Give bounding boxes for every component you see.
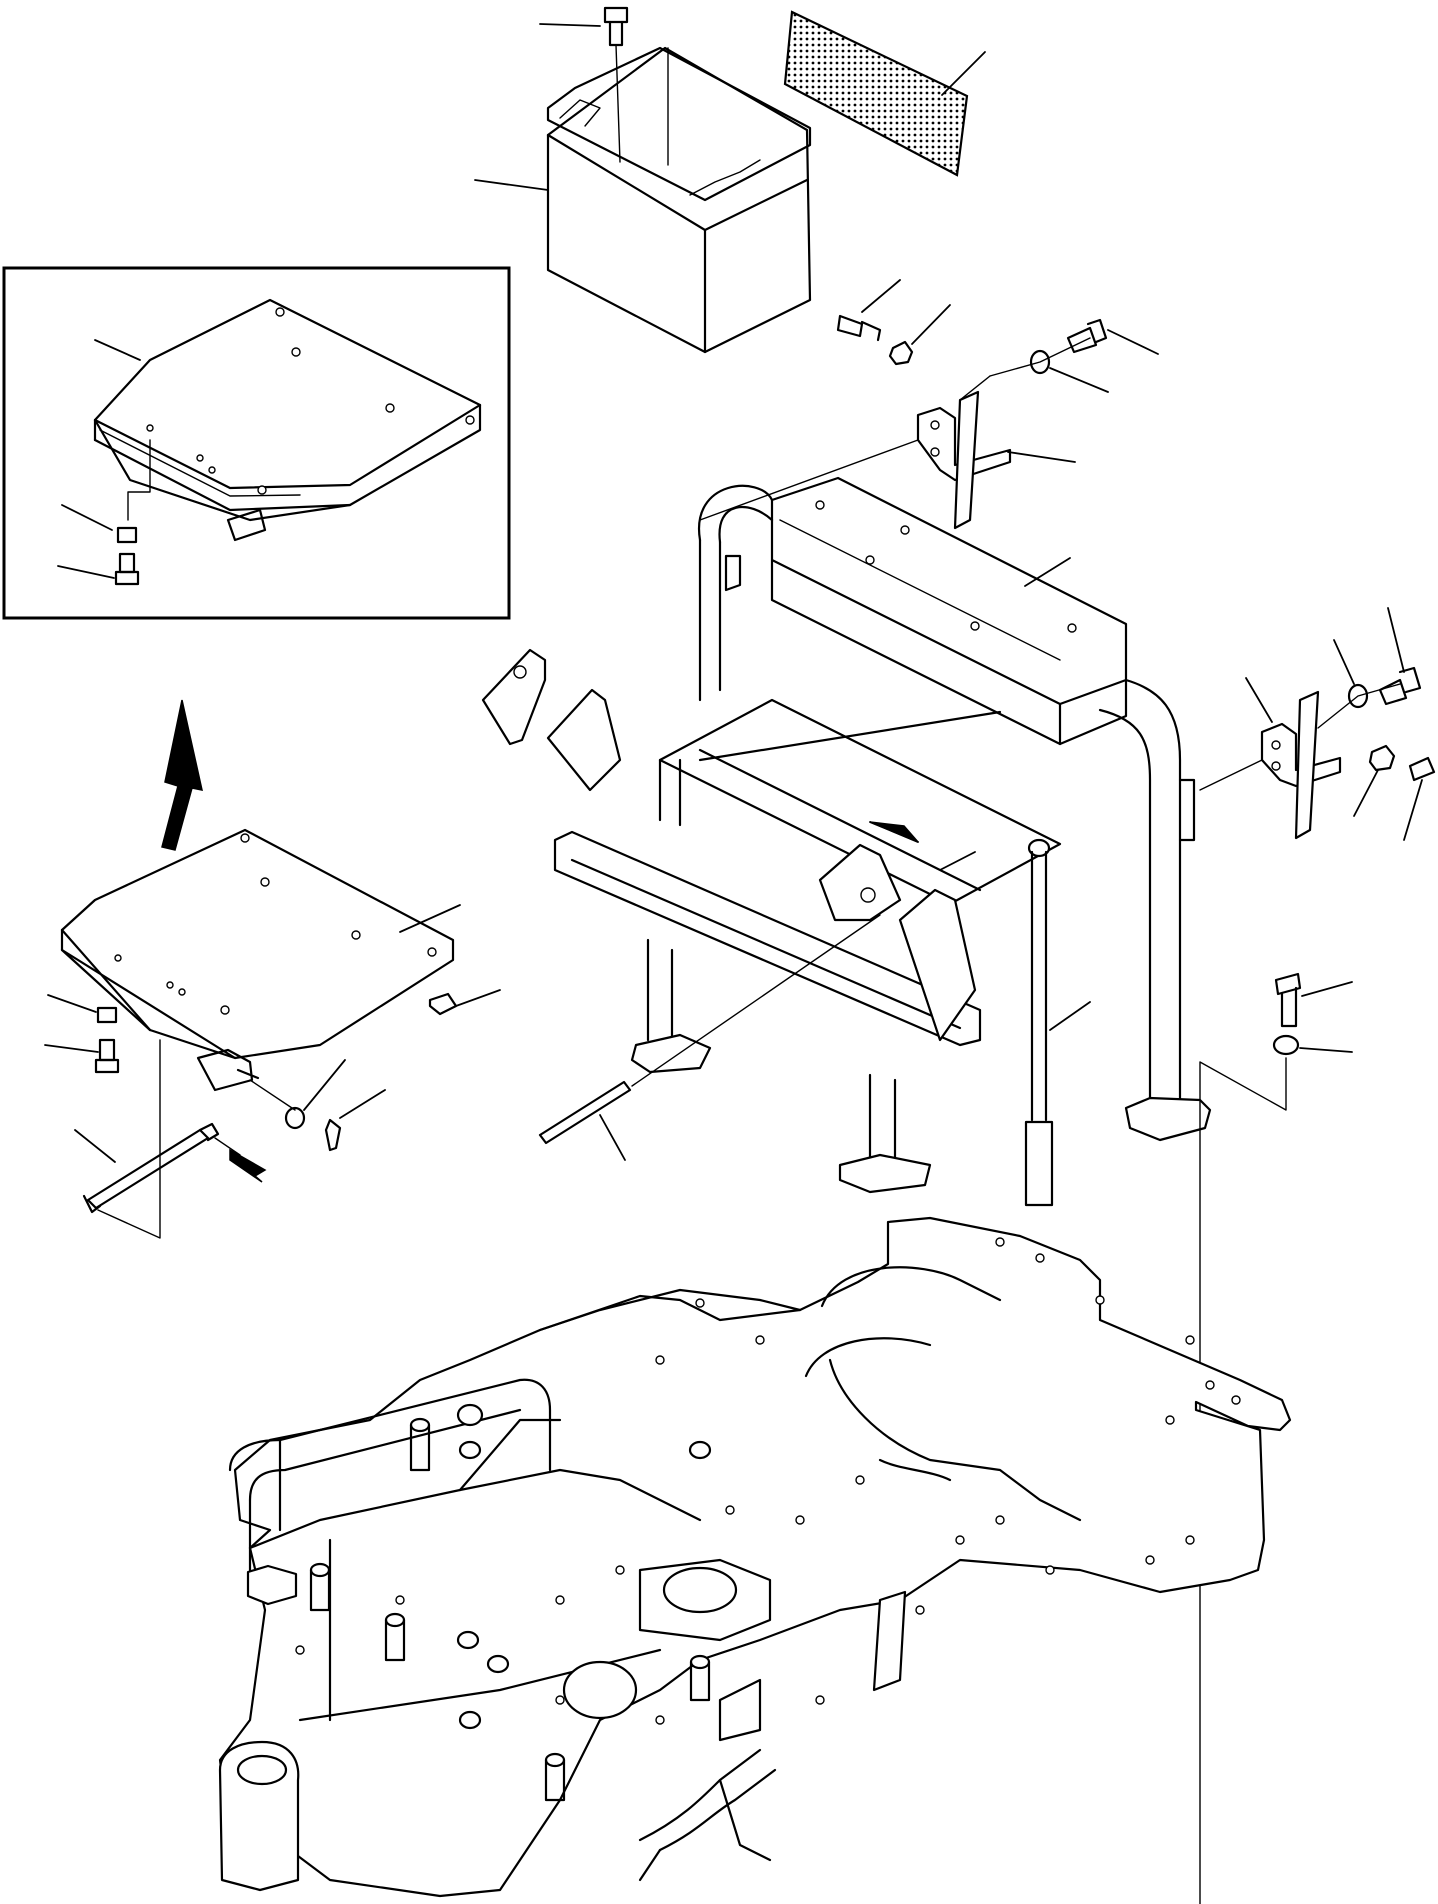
- bolt-e: [1274, 972, 1353, 1028]
- bolt-d: [1403, 756, 1436, 841]
- seat-stand-frame: [481, 476, 1212, 1194]
- washer-a: [1029, 349, 1109, 393]
- mesh-panel-icon: [783, 10, 986, 177]
- bracket-lower-right: [1199, 677, 1342, 840]
- bolt-c: [1378, 607, 1422, 706]
- bolt-axis-upper: [989, 337, 1091, 377]
- washer-b: [1333, 639, 1369, 709]
- washer-c: [1199, 1034, 1353, 1111]
- battery-box: [546, 46, 812, 354]
- bolt-axis-lower: [1317, 683, 1401, 729]
- leader-battery-box: [474, 179, 549, 191]
- revolving-frame: [218, 1216, 1292, 1898]
- bolt-b: [1066, 318, 1159, 355]
- bracket-upper-right: [699, 375, 1076, 530]
- battery-bolt: [539, 6, 629, 163]
- lock-lever: [74, 1039, 386, 1239]
- seat-plate: [44, 828, 501, 1092]
- arrow-icon: [161, 699, 203, 851]
- bolt-a: [836, 279, 901, 342]
- nut-a: [888, 304, 951, 366]
- inset-frame: [2, 266, 511, 620]
- nut-b: [1353, 744, 1396, 817]
- hinge-pin: [538, 914, 881, 1161]
- gas-spring: [1024, 838, 1091, 1207]
